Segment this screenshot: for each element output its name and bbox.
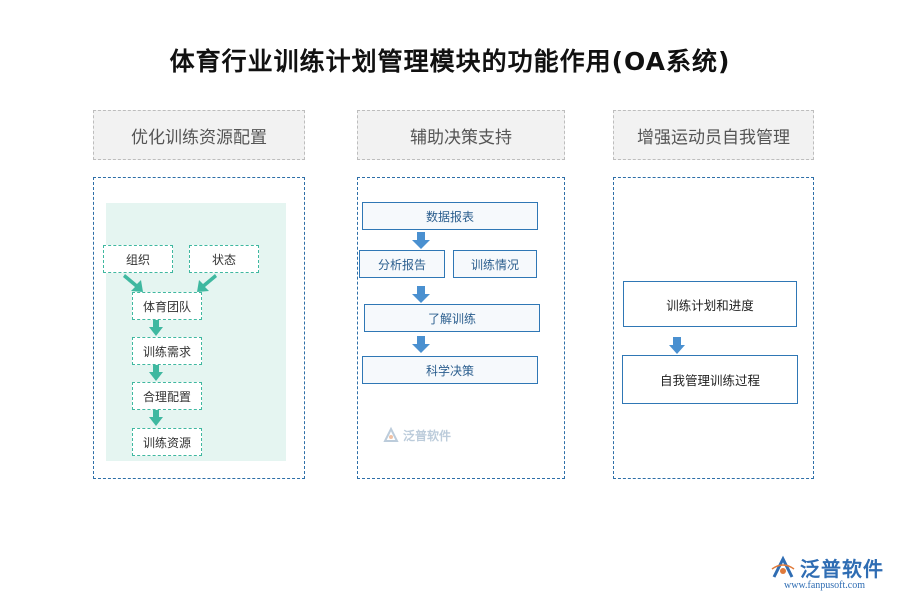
arrow-down-icon: [412, 286, 430, 303]
node-analysis-report: 分析报告: [359, 250, 445, 278]
arrow-down-icon: [149, 410, 163, 426]
node-plan-progress: 训练计划和进度: [623, 281, 797, 327]
page-title: 体育行业训练计划管理模块的功能作用(OA系统): [169, 47, 731, 76]
fanpu-logo-icon: [383, 426, 399, 442]
node-scientific-decision: 科学决策: [362, 356, 538, 384]
panel-decision: [357, 177, 565, 479]
arrow-down-icon: [412, 232, 430, 249]
resource-background: [106, 203, 286, 461]
node-understand-training: 了解训练: [364, 304, 540, 332]
node-organization: 组织: [103, 245, 173, 273]
node-training-resource: 训练资源: [132, 428, 202, 456]
panel-self: [613, 177, 814, 479]
node-training-demand: 训练需求: [132, 337, 202, 365]
node-sports-team: 体育团队: [132, 292, 202, 320]
node-data-report: 数据报表: [362, 202, 538, 230]
node-training-status: 训练情况: [453, 250, 537, 278]
arrow-down-icon: [149, 365, 163, 381]
column-header-self: 增强运动员自我管理: [613, 110, 814, 160]
node-self-management: 自我管理训练过程: [622, 355, 798, 404]
watermark: 泛普软件: [382, 426, 451, 444]
node-reasonable-allocation: 合理配置: [132, 382, 202, 410]
panel-resource: [93, 177, 305, 479]
brand-logo: 泛普软件: [770, 553, 884, 582]
arrow-down-icon: [669, 337, 685, 354]
column-header-decision: 辅助决策支持: [357, 110, 565, 160]
node-status: 状态: [189, 245, 259, 273]
fanpu-logo-icon: [771, 555, 795, 578]
brand-name: 泛普软件: [800, 557, 884, 581]
arrow-down-icon: [412, 336, 430, 353]
column-header-resource: 优化训练资源配置: [93, 110, 305, 160]
brand-url[interactable]: www.fanpusoft.com: [784, 580, 866, 591]
merge-arrows-icon: [123, 274, 217, 292]
arrow-down-icon: [149, 320, 163, 336]
watermark-text: 泛普软件: [403, 428, 452, 443]
